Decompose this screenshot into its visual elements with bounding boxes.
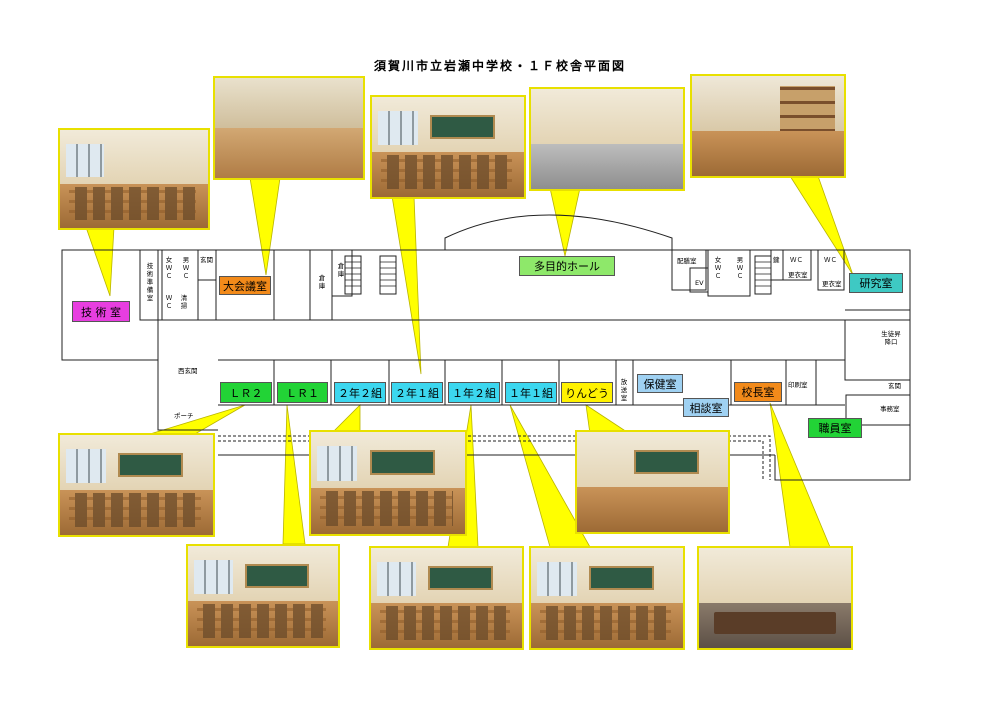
photo-tamokuteki xyxy=(529,87,685,191)
callout-daikaigi xyxy=(249,177,281,276)
photo-lr2 xyxy=(58,433,215,537)
label-wc-r1: ＷＣ xyxy=(790,256,803,264)
label-genkan-left: 玄関 xyxy=(200,256,213,264)
photo-1-1 xyxy=(529,546,685,650)
photo-kenkyu xyxy=(690,74,846,178)
page-title: 須賀川市立岩瀬中学校・１Ｆ校舎平面図 xyxy=(373,59,626,73)
label-porch: ポーチ xyxy=(174,412,194,420)
room-kagi xyxy=(770,249,784,281)
label-kouishitsu1: 更衣室 xyxy=(788,271,808,279)
label-haizen: 配膳室 xyxy=(677,257,697,265)
label-men-wc: 男ＷＣ xyxy=(182,256,190,280)
callout-tamokuteki xyxy=(549,187,581,257)
room-jimu xyxy=(845,394,911,426)
photo-1-2 xyxy=(369,546,524,650)
classroom-dividers xyxy=(273,360,732,405)
label-genkan-right: 玄関 xyxy=(888,382,901,390)
room-haizen xyxy=(671,249,707,291)
callout-lr1 xyxy=(282,404,306,545)
room-label-ringo: りんどう xyxy=(561,382,613,403)
room-label-sodan: 相談室 xyxy=(683,398,729,417)
room-stair1 xyxy=(344,255,362,295)
room-wc-left xyxy=(161,249,199,321)
room-seito xyxy=(844,319,911,381)
room-label-hoken: 保健室 xyxy=(637,374,683,393)
hall-dome xyxy=(444,214,673,250)
room-wc-right xyxy=(707,249,751,297)
label-women-wc2: 女ＷＣ xyxy=(714,256,722,280)
room-label-kenkyu: 研究室 xyxy=(849,273,903,293)
photo-ringo xyxy=(575,430,730,534)
photo-2-2 xyxy=(309,430,467,536)
stair-lines-1 xyxy=(345,261,361,287)
room-label-1-2: １年２組 xyxy=(448,382,500,403)
label-seiso: 清掃 xyxy=(180,294,188,310)
label-men-wc2: 男ＷＣ xyxy=(736,256,744,280)
room-label-lr1: ＬＲ１ xyxy=(277,382,328,403)
room-label-1-1: １年１組 xyxy=(505,382,557,403)
room-label-kocho: 校長室 xyxy=(734,382,782,402)
label-gijutsu-jumbi: 技術準備室 xyxy=(146,262,154,302)
label-wc-small: ＷＣ xyxy=(165,294,173,310)
room-genkan-top xyxy=(197,249,217,281)
label-seito: 生徒昇降口 xyxy=(881,330,901,346)
label-soko1: 倉庫 xyxy=(318,274,326,290)
room-stair2 xyxy=(379,255,397,295)
label-jimu: 事務室 xyxy=(880,405,900,413)
room-gijutsu xyxy=(61,249,159,361)
room-label-2-2: ２年２組 xyxy=(334,382,386,403)
label-women-wc: 女ＷＣ xyxy=(165,256,173,280)
label-soko2: 倉庫 xyxy=(337,262,345,278)
room-label-gijutsu: 技 術 室 xyxy=(72,301,130,322)
room-label-2-1: ２年１組 xyxy=(391,382,443,403)
room-daikaigi xyxy=(215,249,275,321)
callout-2-2 xyxy=(332,404,361,433)
room-label-tamokuteki: 多目的ホール xyxy=(519,256,615,276)
room-soko2 xyxy=(331,249,353,297)
label-kagi: 鍵 xyxy=(773,256,780,264)
label-insatsu: 印刷室 xyxy=(788,381,808,389)
stair-lines-2 xyxy=(380,261,396,287)
stair-lines-3 xyxy=(755,261,771,287)
label-hoso: 放送室 xyxy=(620,378,628,402)
room-label-shokuin: 職員室 xyxy=(808,418,862,438)
label-ev: EV xyxy=(695,279,704,287)
room-label-daikaigi: 大会議室 xyxy=(219,276,271,295)
room-insatsu xyxy=(785,359,817,406)
label-nishi-genkan: 西玄関 xyxy=(178,367,198,375)
room-wc-r2 xyxy=(817,249,845,291)
photo-kocho xyxy=(697,546,853,650)
room-label-lr2: ＬＲ２ xyxy=(220,382,272,403)
room-wc-r1 xyxy=(782,249,812,281)
label-wc-r2: ＷＣ xyxy=(824,256,837,264)
dashed-corridor xyxy=(218,435,771,480)
label-kouishitsu2: 更衣室 xyxy=(822,280,842,288)
photo-gijutsu xyxy=(58,128,210,230)
photo-daikaigi xyxy=(213,76,365,180)
photo-2-1 xyxy=(370,95,526,199)
photo-lr1 xyxy=(186,544,340,648)
